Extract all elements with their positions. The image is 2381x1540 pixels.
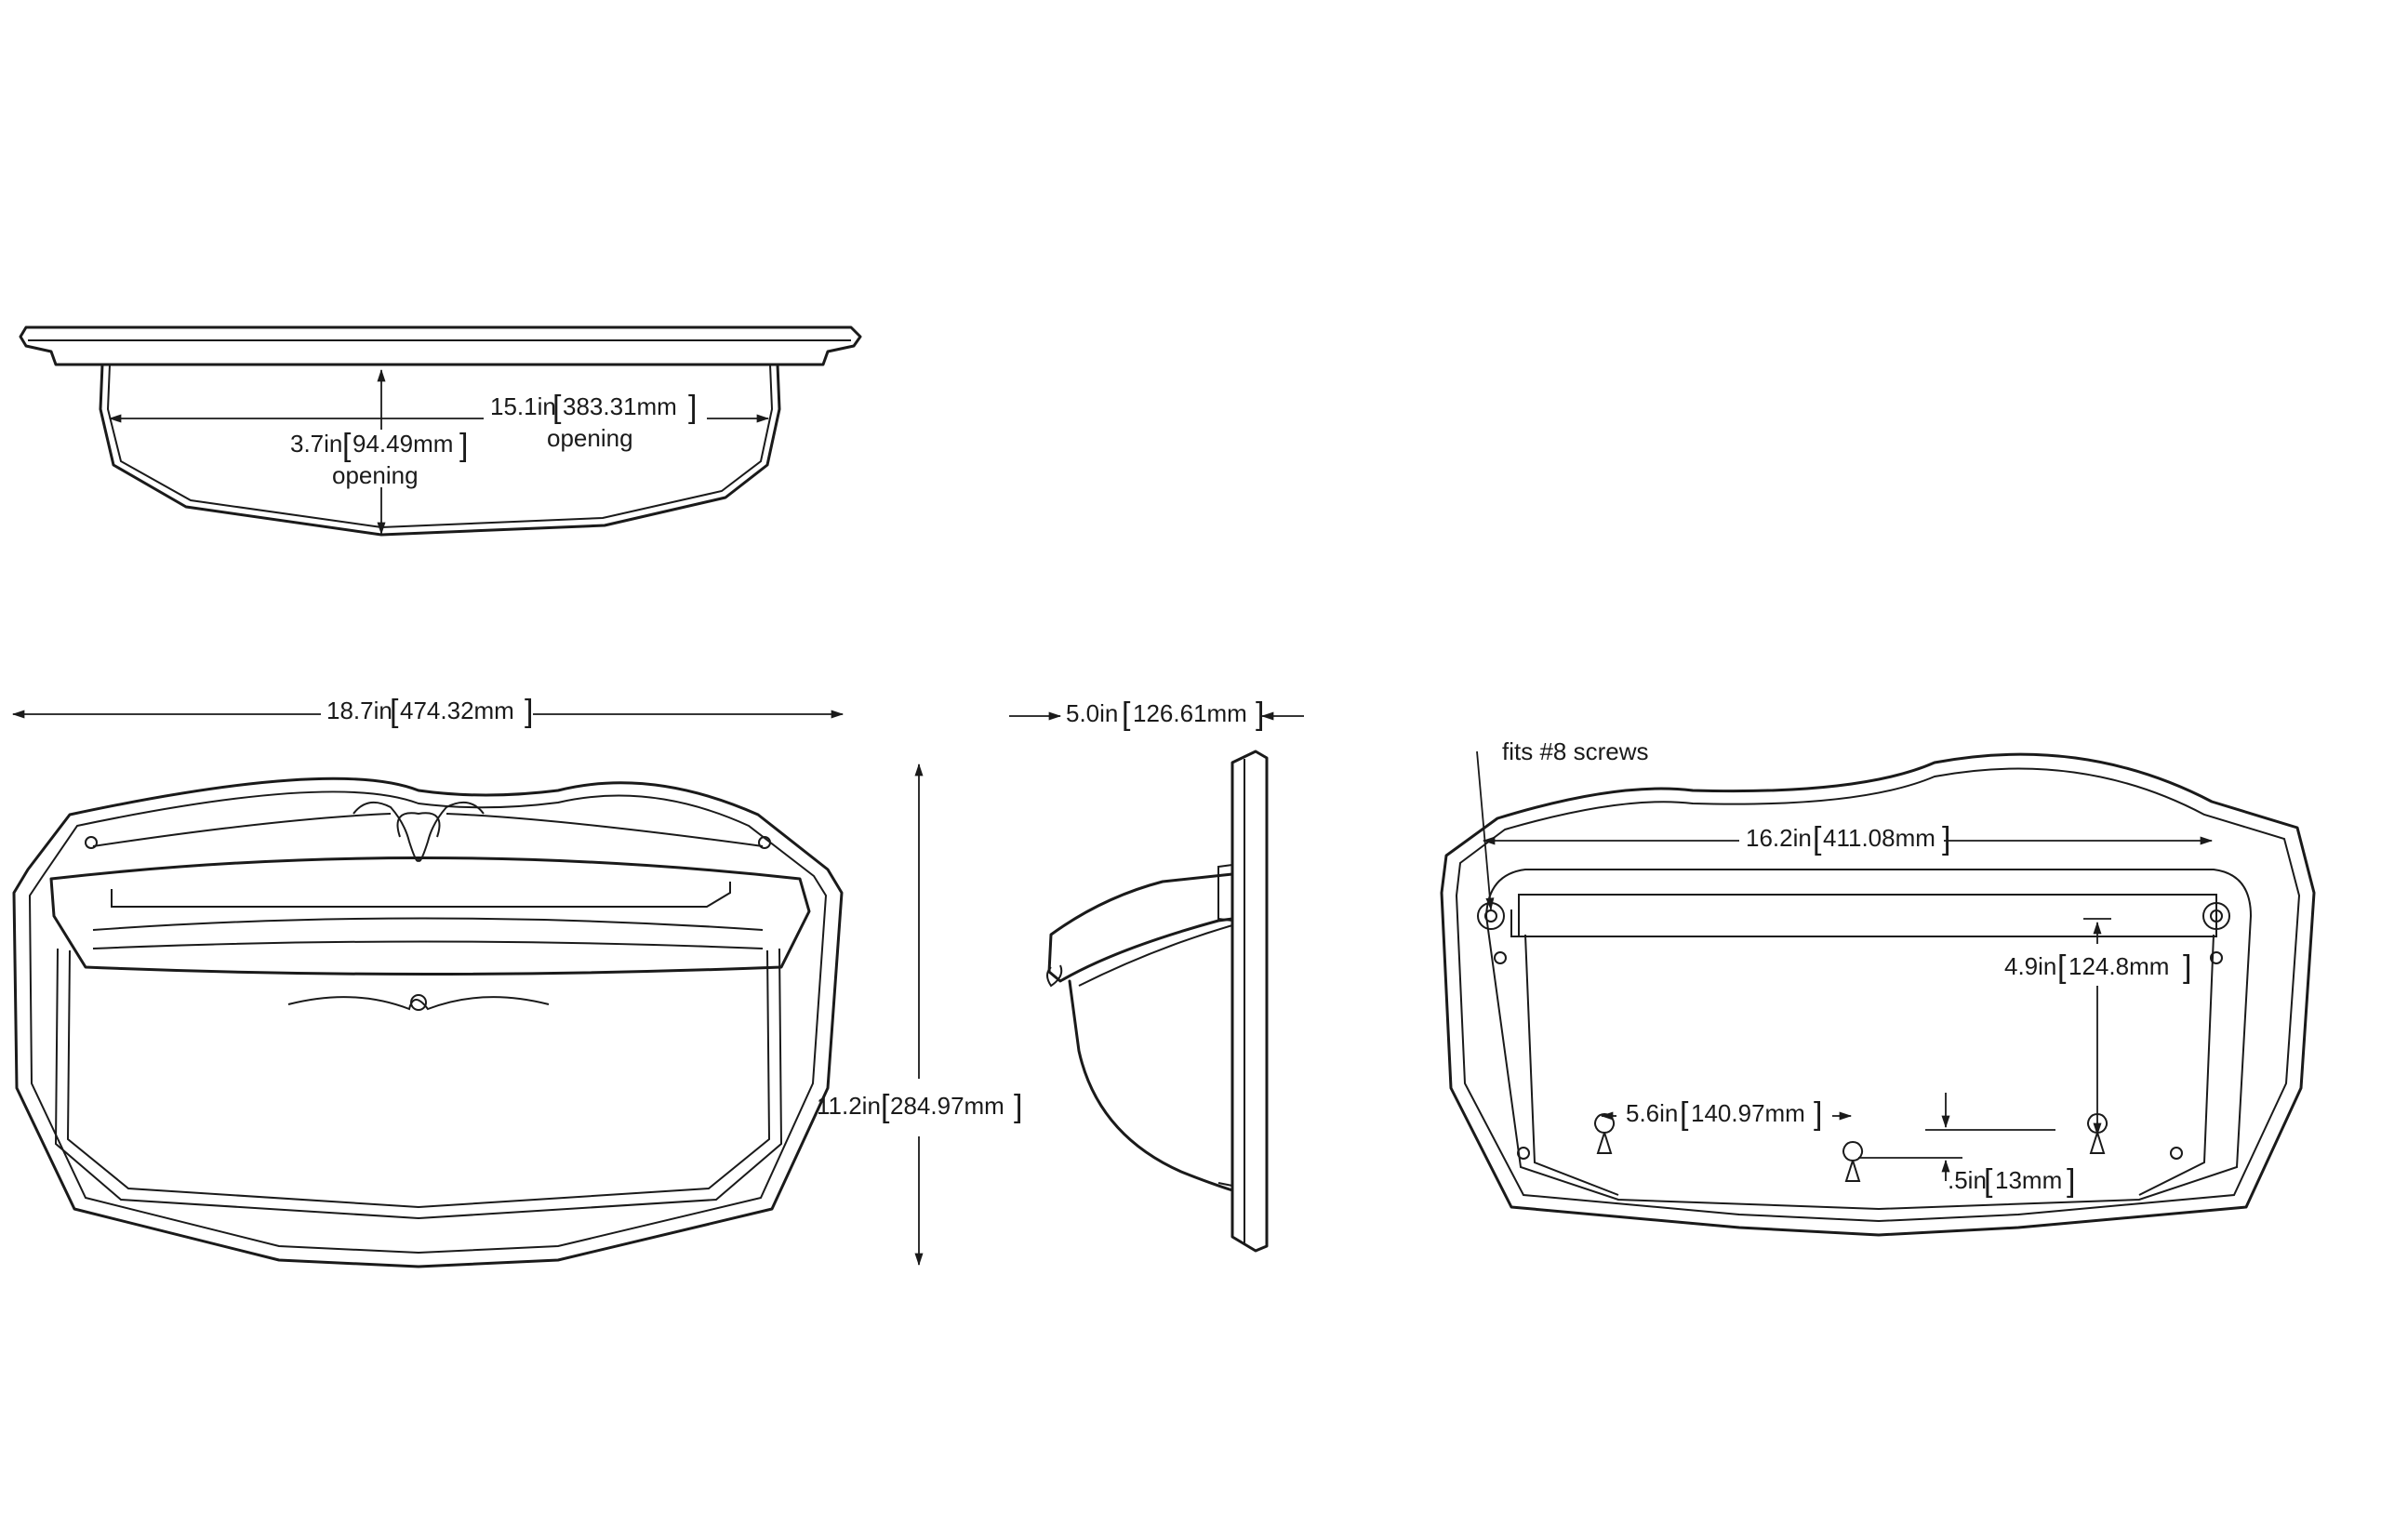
svg-text:[: [ [2057, 949, 2067, 985]
rear-drop-value: 4.9in [2004, 952, 2056, 980]
top-width-note: opening [547, 424, 633, 452]
svg-text:]: ] [1014, 1089, 1022, 1124]
svg-text:[: [ [1122, 697, 1131, 732]
side-view: 5.0in [ 126.61mm ] [1009, 697, 1304, 1253]
rear-hole-span-value: 16.2in [1746, 824, 1812, 852]
svg-text:]: ] [1256, 697, 1264, 732]
top-width-value: 15.1in [490, 392, 556, 420]
svg-text:[: [ [881, 1089, 890, 1124]
rear-keyhole-offset-value: .5in [1948, 1166, 1987, 1194]
side-depth-metric: 126.61mm [1133, 699, 1247, 727]
top-depth-value: 3.7in [290, 430, 342, 458]
svg-text:]: ] [1942, 821, 1950, 856]
top-depth-metric: 94.49mm [352, 430, 453, 458]
svg-text:]: ] [2183, 949, 2191, 985]
svg-text:[: [ [342, 428, 352, 463]
side-depth-value: 5.0in [1066, 699, 1118, 727]
svg-text:]: ] [2067, 1163, 2075, 1199]
front-height-value: 11.2in [817, 1092, 881, 1120]
front-view: 18.7in [ 474.32mm ] 11.2in [ 284.97mm ] [11, 694, 1022, 1268]
svg-text:]: ] [688, 390, 697, 425]
rear-drop-metric: 124.8mm [2068, 952, 2169, 980]
top-width-metric: 383.31mm [563, 392, 677, 420]
rear-keyhole-span-value: 5.6in [1626, 1099, 1678, 1127]
rear-keyhole-span-metric: 140.97mm [1691, 1099, 1805, 1127]
front-width-value: 18.7in [326, 697, 392, 724]
top-depth-note: opening [332, 461, 419, 489]
front-height-metric: 284.97mm [890, 1092, 1004, 1120]
svg-text:]: ] [459, 428, 468, 463]
top-view: 15.1in [ 383.31mm ] opening 3.7in [ 94.4… [19, 325, 862, 537]
rear-hole-span-metric: 411.08mm [1823, 824, 1935, 852]
svg-text:]: ] [1814, 1096, 1822, 1132]
rear-view: fits #8 screws 16.2in [ 411.08mm ] 4.9in… [1440, 737, 2316, 1237]
svg-text:[: [ [390, 694, 399, 729]
rear-keyhole-offset-metric: 13mm [1995, 1166, 2062, 1194]
rear-screw-note: fits #8 screws [1502, 737, 1649, 765]
svg-text:]: ] [525, 694, 533, 729]
svg-text:[: [ [1984, 1163, 1993, 1199]
svg-text:[: [ [1680, 1096, 1689, 1132]
front-width-metric: 474.32mm [400, 697, 514, 724]
svg-text:[: [ [552, 390, 562, 425]
svg-text:[: [ [1813, 821, 1822, 856]
